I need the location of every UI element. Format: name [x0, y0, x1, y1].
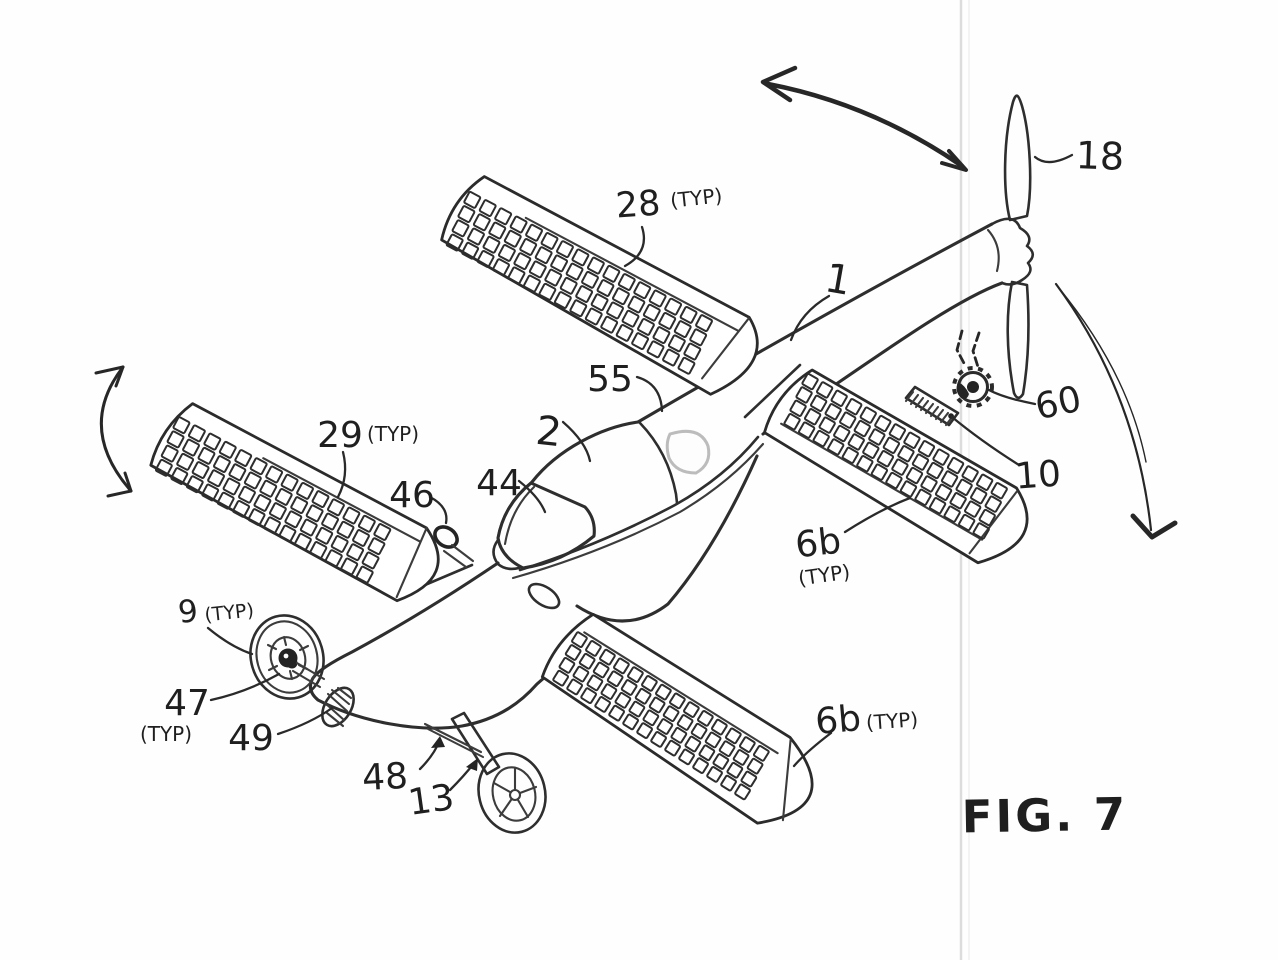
- fuselage-shoulder-2: [511, 442, 765, 580]
- ref-label-29: 29: [317, 415, 363, 456]
- gear-hub: [967, 381, 979, 393]
- leader-44: [517, 479, 547, 514]
- leader-55: [635, 375, 664, 413]
- figure-caption: FIG. 7: [961, 788, 1128, 844]
- solar-panel-left: [149, 402, 440, 603]
- canopy-rear-edge: [638, 421, 679, 505]
- nose-intake: [321, 686, 355, 728]
- ref-label-47-typ: (TYP): [140, 722, 192, 746]
- side-vent-oval: [527, 582, 561, 610]
- tilt-arrow-left: [94, 365, 133, 498]
- motor-assembly: [904, 329, 994, 427]
- aircraft-fuselage: [308, 217, 1035, 730]
- ref-label-55: 55: [587, 359, 633, 400]
- solar-cell-grid: [445, 190, 713, 375]
- propeller-blade-upper: [1003, 94, 1032, 222]
- leader-47: [209, 672, 281, 702]
- solar-cell-grid: [154, 416, 392, 584]
- solar-cell-grid: [783, 372, 1008, 540]
- ref-label-6b-bottom-typ: (TYP): [865, 707, 919, 735]
- wheel-spokes: [492, 767, 538, 819]
- ref-label-13: 13: [406, 777, 457, 824]
- leader-9: [206, 626, 254, 656]
- tail-cap-scalloped: [990, 217, 1035, 286]
- panel-border-line: [262, 457, 421, 543]
- panel-border-line: [780, 422, 984, 541]
- leader-29: [336, 450, 347, 499]
- wheel-tire: [477, 752, 547, 834]
- propeller-blade-lower: [1006, 280, 1030, 400]
- wingtip-divider: [968, 490, 1018, 555]
- rear-window: [665, 429, 711, 475]
- leader-1: [789, 294, 831, 342]
- flexible-drive-shaft: [904, 385, 960, 427]
- ref-label-9-typ: (TYP): [203, 599, 255, 626]
- tail-boom-top: [636, 222, 994, 424]
- main-landing-gear: [423, 711, 547, 834]
- leader-10: [950, 415, 1021, 467]
- ref-label-28: 28: [614, 183, 661, 226]
- rotor-axle: [291, 661, 326, 689]
- gear-teeth: [952, 366, 994, 408]
- ref-label-60: 60: [1032, 379, 1085, 429]
- ref-label-47: 47: [164, 683, 210, 724]
- wheel-hub: [508, 788, 522, 802]
- ref-label-6b-mid: 6b: [793, 521, 843, 567]
- panel-border-line: [583, 631, 779, 755]
- leader-6b-bottom: [792, 731, 833, 768]
- cockpit-rim: [492, 538, 521, 571]
- cockpit-window: [496, 481, 596, 570]
- wingtip-divider: [701, 317, 750, 380]
- hidden-shaft-dashes: [955, 329, 981, 369]
- ref-label-6b-bottom: 6b: [814, 698, 863, 743]
- wheel-rim: [491, 766, 537, 822]
- ref-label-10: 10: [1014, 453, 1063, 497]
- ref-label-28-typ: (TYP): [669, 183, 723, 212]
- leader-lines: [206, 153, 1074, 792]
- leader-46: [428, 495, 448, 525]
- leader-18: [1033, 153, 1074, 164]
- belly-rear-line: [575, 454, 759, 623]
- right-wing-root: [743, 363, 802, 419]
- propeller: [1003, 94, 1032, 400]
- panel-border-line: [524, 216, 739, 332]
- wingtip-divider: [781, 739, 792, 822]
- solar-panel-top-left: [440, 175, 759, 396]
- swing-arrow-right: [1054, 282, 1178, 540]
- ref-label-18: 18: [1075, 133, 1125, 179]
- ref-label-46: 46: [389, 475, 435, 516]
- leader-6b-mid: [843, 496, 912, 534]
- ref-label-49: 49: [228, 718, 274, 759]
- front-rotor-disc: [249, 614, 326, 700]
- solar-panel-right: [763, 368, 1029, 565]
- solar-panel-bottom: [540, 612, 814, 825]
- leader-60: [987, 388, 1037, 406]
- ref-label-44: 44: [476, 463, 522, 504]
- rotation-arrow-top: [760, 65, 968, 172]
- solar-cell-grid: [552, 631, 770, 801]
- gear-strut: [450, 711, 501, 776]
- leader-49: [276, 706, 334, 736]
- wing-fitting: [433, 525, 475, 569]
- ref-label-29-typ: (TYP): [367, 422, 419, 446]
- ref-label-9: 9: [176, 593, 199, 631]
- gear-shadow: [956, 382, 969, 399]
- nose-outline: [308, 561, 547, 730]
- leader-13-arrowhead: [466, 758, 478, 771]
- gear-brace: [423, 722, 485, 759]
- leader-2: [561, 420, 592, 463]
- ref-label-2: 2: [534, 408, 564, 456]
- ref-label-1: 1: [821, 255, 854, 305]
- tail-cap-inner: [986, 228, 1000, 273]
- leader-28: [623, 225, 646, 268]
- leader-48-arrowhead: [431, 736, 445, 748]
- wingtip-divider: [395, 526, 428, 599]
- ref-label-48: 48: [361, 756, 409, 799]
